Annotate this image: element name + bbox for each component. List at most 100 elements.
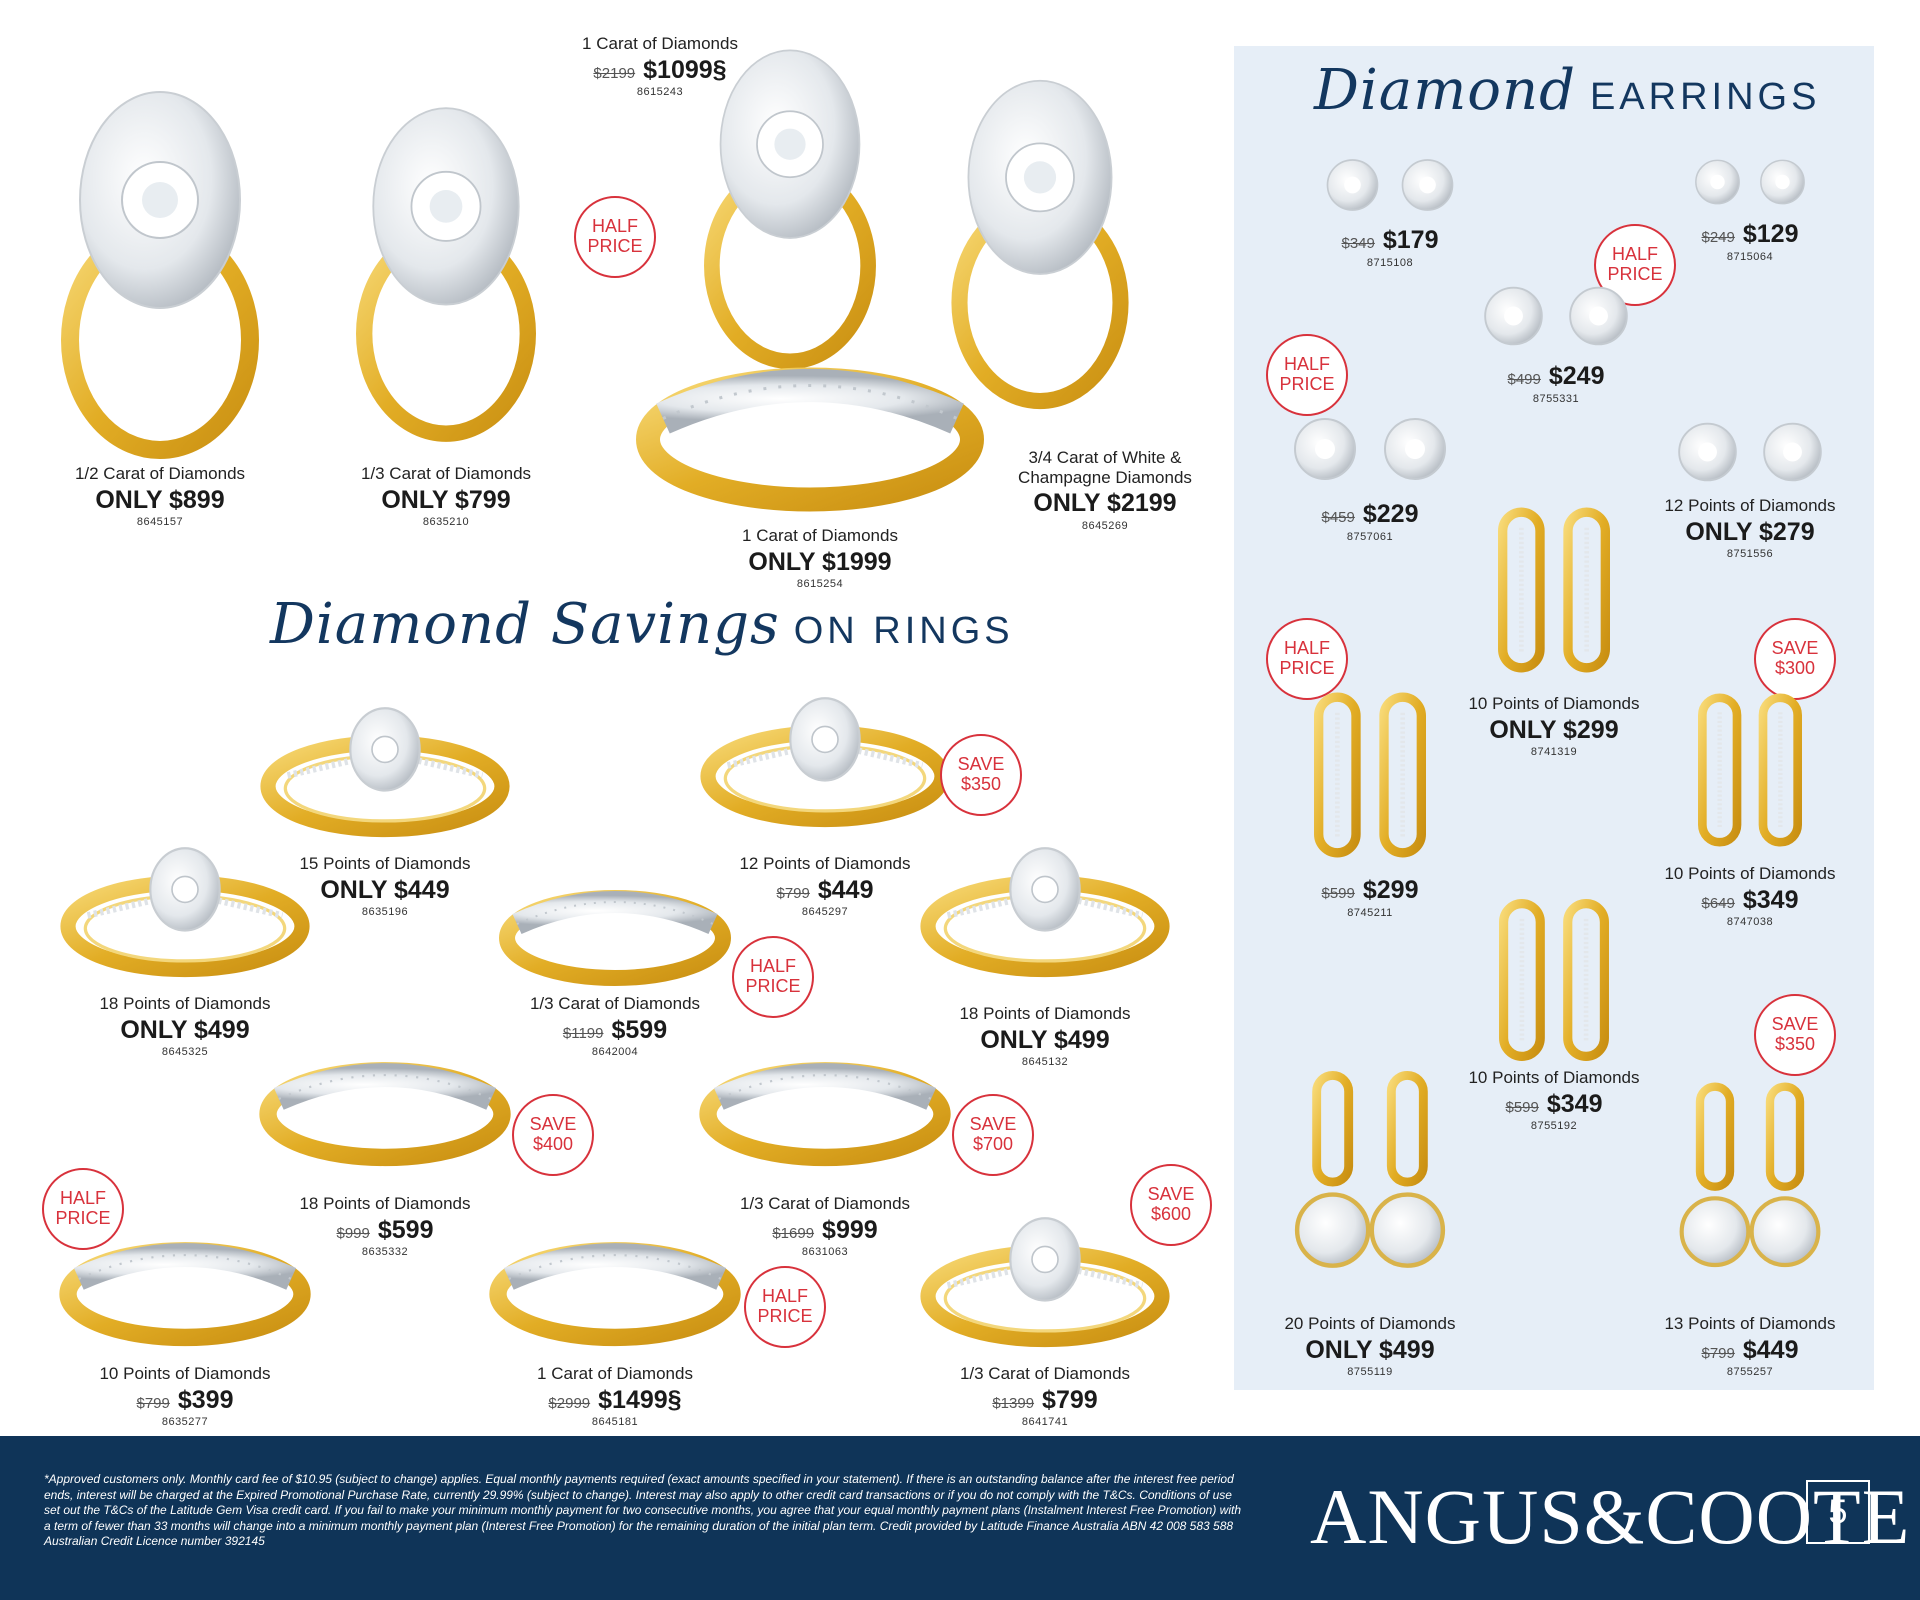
product-code: 8715064 bbox=[1726, 250, 1774, 263]
product-price: ONLY $499 bbox=[1305, 1335, 1435, 1364]
earring-7[interactable]: $599 $299 8745211 bbox=[1270, 680, 1470, 919]
product-desc: 18 Points of Diamonds bbox=[959, 1004, 1131, 1023]
earring-1[interactable]: $349$179 8715108 bbox=[1290, 150, 1490, 269]
earring-image bbox=[1293, 417, 1447, 481]
product-code: 8645157 bbox=[136, 516, 184, 529]
ring-8[interactable]: 10 Points of Diamonds $799$399 8635277 bbox=[50, 1200, 320, 1429]
top-ring-2[interactable]: 1/3 Carat of Diamonds ONLY $799 8635210 bbox=[326, 80, 566, 529]
earring-image bbox=[1300, 680, 1440, 870]
product-price: $599 bbox=[377, 1215, 434, 1244]
product-code: 8635332 bbox=[361, 1246, 409, 1259]
product-was-price: $1699 bbox=[772, 1224, 815, 1242]
earring-11[interactable]: 13 Points of Diamonds $799$449 8755257 bbox=[1650, 1050, 1850, 1379]
product-price: $299 bbox=[1362, 876, 1419, 904]
product-desc: 1/2 Carat of Diamonds bbox=[74, 464, 246, 483]
earring-image bbox=[1675, 1050, 1825, 1310]
product-price: ONLY $899 bbox=[95, 485, 225, 514]
earring-image bbox=[1484, 286, 1628, 346]
product-price: $1099§ bbox=[643, 55, 727, 84]
product-was-price: $649 bbox=[1701, 894, 1735, 912]
product-code: 8747038 bbox=[1726, 916, 1774, 929]
product-code: 8615243 bbox=[636, 86, 684, 99]
footer: *Approved customers only. Monthly card f… bbox=[0, 1436, 1920, 1600]
top-ring-5[interactable]: 3/4 Carat of White & Champagne Diamonds … bbox=[990, 444, 1220, 532]
product-code: 8635277 bbox=[161, 1416, 209, 1429]
product-price: ONLY $1999 bbox=[748, 547, 892, 576]
ring-image bbox=[485, 1200, 745, 1360]
product-price: $599 bbox=[611, 1015, 668, 1044]
product-price: $249 bbox=[1548, 362, 1605, 390]
earring-10[interactable]: 20 Points of Diamonds ONLY $499 8755119 bbox=[1270, 1040, 1470, 1379]
product-desc: 10 Points of Diamonds bbox=[1468, 1068, 1640, 1087]
product-desc: 18 Points of Diamonds bbox=[99, 994, 271, 1013]
product-was-price: $1399 bbox=[992, 1394, 1035, 1412]
product-code: 8635196 bbox=[361, 906, 409, 919]
ring-2[interactable]: 12 Points of Diamonds $799$449 8645297 bbox=[690, 670, 960, 919]
product-price: ONLY $279 bbox=[1685, 517, 1815, 546]
ring-image bbox=[255, 690, 515, 850]
ring-4[interactable]: 1/3 Carat of Diamonds $1199$599 8642004 bbox=[480, 860, 750, 1059]
ring-6[interactable]: 18 Points of Diamonds $999$599 8635332 bbox=[250, 1010, 520, 1259]
ring-9[interactable]: 1 Carat of Diamonds $2999$1499§ 8645181 bbox=[480, 1200, 750, 1429]
product-desc: 12 Points of Diamonds bbox=[1664, 496, 1836, 515]
top-ring-4[interactable]: 1 Carat of Diamonds ONLY $1999 8615254 bbox=[700, 522, 940, 591]
product-code: 8645297 bbox=[801, 906, 849, 919]
ring-10[interactable]: 1/3 Carat of Diamonds $1399$799 8641741 bbox=[910, 1200, 1180, 1429]
product-was-price: $799 bbox=[136, 1394, 170, 1412]
product-desc: 1/3 Carat of Diamonds bbox=[959, 1364, 1131, 1383]
product-was-price: $799 bbox=[1701, 1344, 1735, 1362]
product-was-price: $2999 bbox=[548, 1394, 591, 1412]
ring-image bbox=[55, 830, 315, 990]
product-code: 8645181 bbox=[591, 1416, 639, 1429]
earrings-heading: Diamond EARRINGS bbox=[1314, 58, 1820, 123]
product-code: 8751556 bbox=[1726, 548, 1774, 561]
product-price: $229 bbox=[1362, 500, 1419, 528]
ring-image bbox=[55, 1200, 315, 1360]
earring-8[interactable]: 10 Points of Diamonds $649 $349 8747038 bbox=[1650, 680, 1850, 929]
earring-5[interactable]: 12 Points of Diamonds ONLY $279 8751556 bbox=[1650, 412, 1850, 561]
product-price: ONLY $299 bbox=[1489, 715, 1619, 744]
product-code: 8645325 bbox=[161, 1046, 209, 1059]
top-ring-1[interactable]: 1/2 Carat of Diamonds ONLY $899 8645157 bbox=[40, 80, 280, 529]
product-desc: 12 Points of Diamonds bbox=[739, 854, 911, 873]
product-code: 8645269 bbox=[1081, 519, 1129, 532]
ring-image bbox=[346, 80, 546, 460]
ring-1[interactable]: 15 Points of Diamonds ONLY $449 8635196 bbox=[250, 690, 520, 919]
product-code: 8615254 bbox=[796, 578, 844, 591]
earring-4[interactable]: $459$229 8757061 bbox=[1270, 404, 1470, 543]
ring-5[interactable]: 18 Points of Diamonds ONLY $499 8645132 bbox=[910, 820, 1180, 1069]
product-desc: 1/3 Carat of Diamonds bbox=[739, 1194, 911, 1213]
top-ring-3-caption[interactable]: 1 Carat of Diamonds $2199$1099§ 8615243 bbox=[540, 30, 780, 99]
earring-3[interactable]: $499$249 8755331 bbox=[1456, 276, 1656, 405]
earrings-heading-script: Diamond bbox=[1314, 58, 1576, 123]
product-price: ONLY $499 bbox=[120, 1015, 250, 1044]
product-was-price: $1199 bbox=[562, 1024, 604, 1042]
product-code: 8755331 bbox=[1532, 392, 1580, 405]
product-desc: 10 Points of Diamonds bbox=[99, 1364, 271, 1383]
ring-3[interactable]: 18 Points of Diamonds ONLY $499 8645325 bbox=[50, 830, 320, 1059]
ring-image bbox=[255, 1010, 515, 1190]
product-price: $449 bbox=[1742, 1335, 1799, 1364]
save-600-badge: SAVE$600 bbox=[1130, 1164, 1212, 1246]
earring-image bbox=[1695, 159, 1805, 205]
product-was-price: $599 bbox=[1321, 885, 1355, 902]
ring-7[interactable]: 1/3 Carat of Diamonds $1699$999 8631063 bbox=[690, 1010, 960, 1259]
earring-6[interactable]: 10 Points of Diamonds ONLY $299 8741319 bbox=[1454, 490, 1654, 759]
earring-9[interactable]: 10 Points of Diamonds $599$349 8755192 bbox=[1454, 896, 1654, 1133]
product-desc: 20 Points of Diamonds bbox=[1284, 1314, 1456, 1333]
product-was-price: $799 bbox=[776, 884, 810, 902]
product-was-price: $999 bbox=[336, 1224, 370, 1242]
earring-image bbox=[1326, 159, 1454, 211]
product-price: $349 bbox=[1742, 885, 1799, 914]
product-code: 8745211 bbox=[1347, 906, 1393, 919]
product-desc: 15 Points of Diamonds bbox=[299, 854, 471, 873]
product-code: 8755119 bbox=[1347, 1366, 1393, 1379]
product-desc: 10 Points of Diamonds bbox=[1664, 864, 1836, 883]
earring-2[interactable]: $249$129 8715064 bbox=[1650, 150, 1850, 263]
product-price: $1499§ bbox=[598, 1385, 682, 1414]
terms-text: *Approved customers only. Monthly card f… bbox=[44, 1472, 1241, 1549]
product-price: $129 bbox=[1742, 220, 1799, 248]
